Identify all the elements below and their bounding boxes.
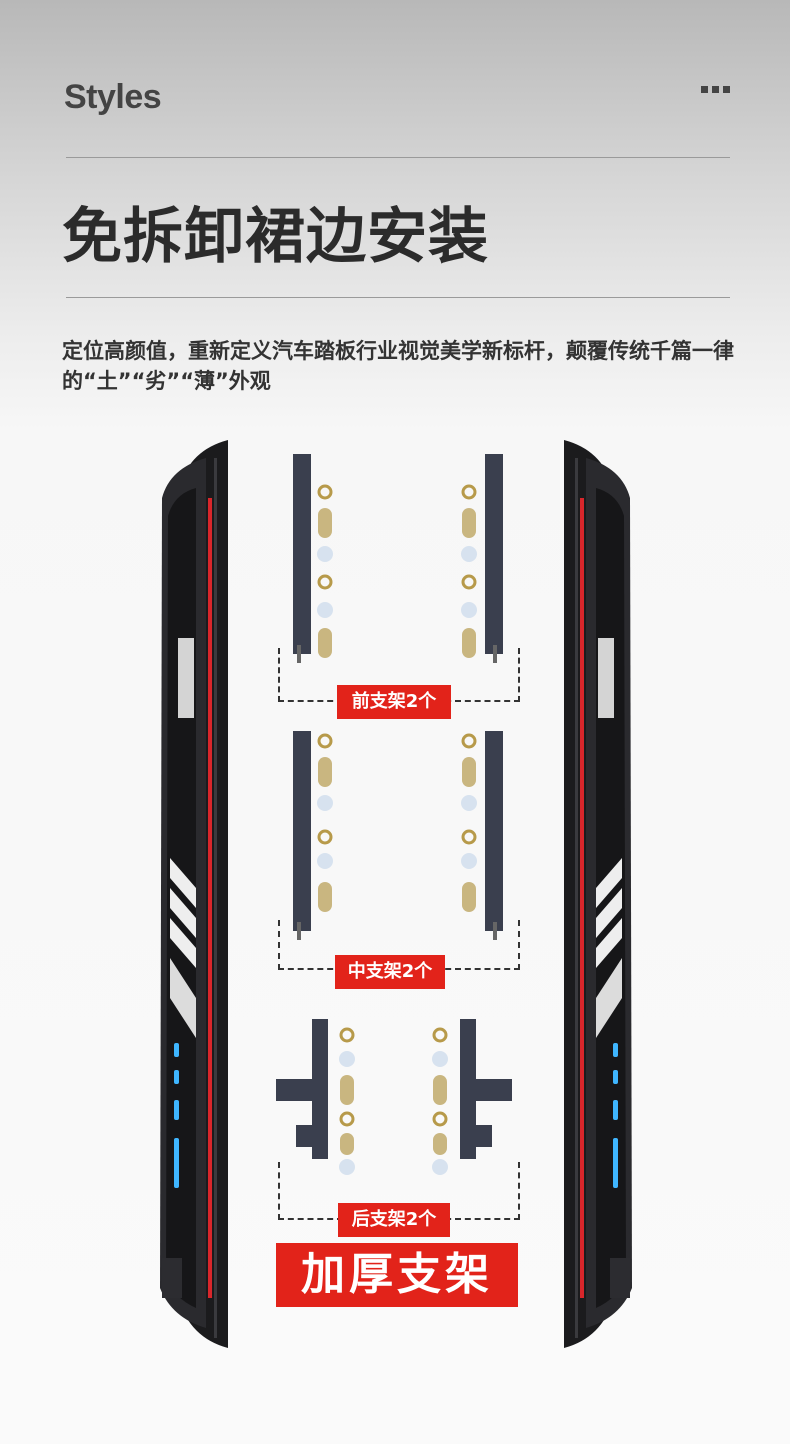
front-bracket-left xyxy=(293,454,333,663)
rear-bracket-left xyxy=(276,1019,355,1175)
rear-bracket-label: 后支架2个 xyxy=(338,1203,450,1237)
right-running-board xyxy=(564,440,632,1348)
top-divider xyxy=(66,157,730,158)
left-running-board xyxy=(160,440,228,1348)
bottom-divider xyxy=(66,297,730,298)
middle-bracket-label: 中支架2个 xyxy=(335,955,445,989)
description-text: 定位高颜值，重新定义汽车踏板行业视觉美学新标杆，颠覆传统千篇一律的“土”“劣”“… xyxy=(62,339,734,393)
thickened-bracket-badge: 加厚支架 xyxy=(276,1243,518,1307)
middle-bracket-right xyxy=(461,731,503,940)
rear-bracket-right xyxy=(432,1019,512,1175)
middle-bracket-left xyxy=(293,731,333,940)
front-bracket-label: 前支架2个 xyxy=(337,685,451,719)
front-bracket-right xyxy=(461,454,503,663)
page-title: 免拆卸裙边安装 xyxy=(62,202,489,272)
more-options-icon[interactable] xyxy=(701,86,730,93)
brand-title: Styles xyxy=(64,78,162,116)
